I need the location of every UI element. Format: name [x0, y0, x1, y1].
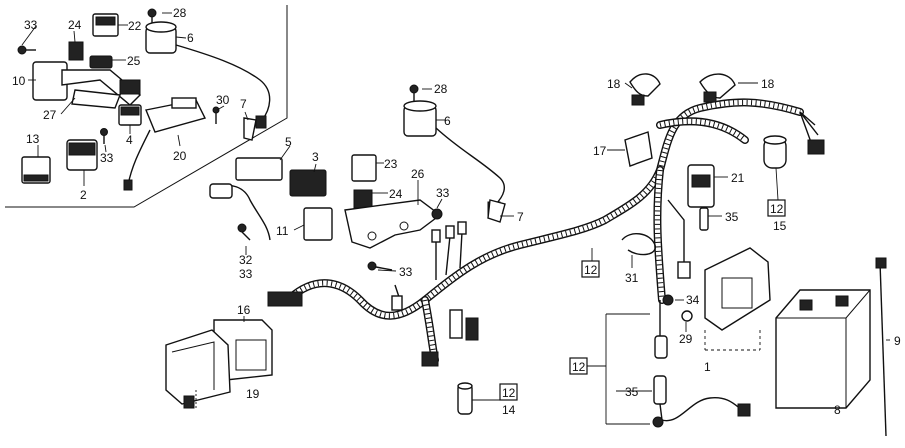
callout-1: 1 — [704, 360, 711, 374]
boxed-ref-12-harness: 12 — [581, 260, 600, 278]
part-10-bracket-assembly — [32, 61, 142, 109]
callout-34: 34 — [686, 293, 700, 307]
part-18-clamp-right — [699, 73, 736, 103]
inset-border — [5, 5, 288, 208]
part-35-fuse-upper — [699, 207, 709, 231]
fuse-lead-assembly — [605, 300, 751, 428]
part-13-regulator-inset — [21, 156, 51, 184]
boxed-ref-12-left: 12 — [569, 357, 588, 375]
part-24-connector-inset — [68, 41, 84, 61]
part-4-relay-inset — [118, 104, 142, 126]
part-31-clamp — [621, 233, 656, 256]
boxed-reference-labels: 12 12 12 12 — [499, 199, 786, 401]
part-2-module-inset — [66, 139, 98, 171]
part-21-fuse-box — [687, 164, 715, 208]
part-7-cap — [487, 199, 506, 223]
callout-7: 7 — [240, 97, 247, 111]
part-19-ignitor — [165, 329, 231, 409]
part-20-ignition-unit-inset — [123, 97, 207, 191]
part-33-bolt-lower — [367, 261, 393, 271]
callout-7-center: 7 — [517, 210, 524, 224]
callout-33-under-32: 33 — [239, 267, 253, 281]
callout-10: 10 — [12, 74, 26, 88]
callout-21: 21 — [731, 171, 745, 185]
part-18-clamp-left — [629, 73, 661, 106]
callout-8: 8 — [834, 403, 841, 417]
part-26-bracket — [344, 199, 442, 249]
callout-11: 11 — [276, 224, 289, 238]
part-5-3-regulator-set — [209, 157, 327, 241]
callout-19: 19 — [246, 387, 260, 401]
boxed-ref-12-bottom: 12 — [499, 383, 518, 401]
callout-32: 32 — [239, 253, 253, 267]
part-25-connector-inset — [89, 55, 113, 69]
callout-27: 27 — [43, 108, 57, 122]
callout-30: 30 — [216, 93, 230, 107]
callout-9: 9 — [894, 334, 901, 348]
part-30-screw — [212, 106, 220, 124]
callout-15: 15 — [773, 219, 787, 233]
callout-35-upper: 35 — [725, 210, 739, 224]
part-8-battery — [775, 289, 871, 409]
callout-28-center: 28 — [434, 82, 448, 96]
callout-23: 23 — [384, 157, 398, 171]
part-6-ignition-coil-inset — [145, 21, 271, 129]
callout-33-center: 33 — [436, 186, 450, 200]
callout-18-left: 18 — [607, 77, 621, 91]
callout-35-lower: 35 — [625, 385, 639, 399]
callout-26: 26 — [411, 167, 425, 181]
boxed-ref-12-right-text: 12 — [770, 202, 784, 216]
part-29-grommet — [681, 310, 693, 322]
callout-4: 4 — [126, 133, 133, 147]
callout-18-right: 18 — [761, 77, 775, 91]
part-34-screw — [662, 294, 674, 306]
callout-24: 24 — [68, 18, 82, 32]
callout-24-center: 24 — [389, 187, 403, 201]
callout-16: 16 — [237, 303, 251, 317]
part-6-ignition-coil — [403, 100, 506, 217]
callout-2: 2 — [80, 188, 87, 202]
part-1-battery-tray — [704, 247, 771, 351]
callout-28: 28 — [173, 6, 187, 20]
part-11-unit — [303, 207, 333, 241]
part-9-battery-rod — [875, 257, 887, 437]
part-23-connector — [351, 154, 377, 182]
callout-labels: 33 24 22 28 6 25 10 27 30 7 13 4 33 20 2… — [12, 6, 901, 417]
callout-29: 29 — [679, 332, 693, 346]
boxed-ref-12-bottom-text: 12 — [502, 386, 516, 400]
callout-31: 31 — [625, 271, 639, 285]
callout-17: 17 — [593, 144, 607, 158]
part-15-fuse-holder — [763, 135, 787, 169]
callout-25: 25 — [127, 54, 141, 68]
part-14-fuse — [457, 382, 473, 415]
callout-22: 22 — [128, 19, 142, 33]
callout-3: 3 — [312, 150, 319, 164]
part-17-clip — [624, 131, 653, 167]
part-22-relay — [92, 13, 119, 37]
part-33-bolt-center — [431, 208, 443, 220]
callout-33-inset: 33 — [100, 151, 114, 165]
callout-5: 5 — [285, 135, 292, 149]
boxed-ref-12-harness-text: 12 — [584, 263, 598, 277]
part-7-cap-inset — [243, 117, 257, 141]
boxed-ref-12-right: 12 — [767, 199, 786, 217]
callout-6: 6 — [187, 31, 194, 45]
part-33-bolt-inset — [17, 45, 36, 55]
callout-6-center: 6 — [444, 114, 451, 128]
leader-lines — [21, 12, 890, 408]
part-12-wire-harness — [267, 98, 825, 367]
part-33-bolt-inset-2 — [100, 128, 108, 144]
callout-33-lower: 33 — [399, 265, 413, 279]
callout-13: 13 — [26, 132, 40, 146]
boxed-ref-12-left-text: 12 — [572, 360, 586, 374]
part-32-bolt — [237, 223, 251, 241]
callout-14: 14 — [502, 403, 516, 417]
callout-33: 33 — [24, 18, 38, 32]
part-24-connector — [353, 189, 373, 209]
callout-20: 20 — [173, 149, 187, 163]
